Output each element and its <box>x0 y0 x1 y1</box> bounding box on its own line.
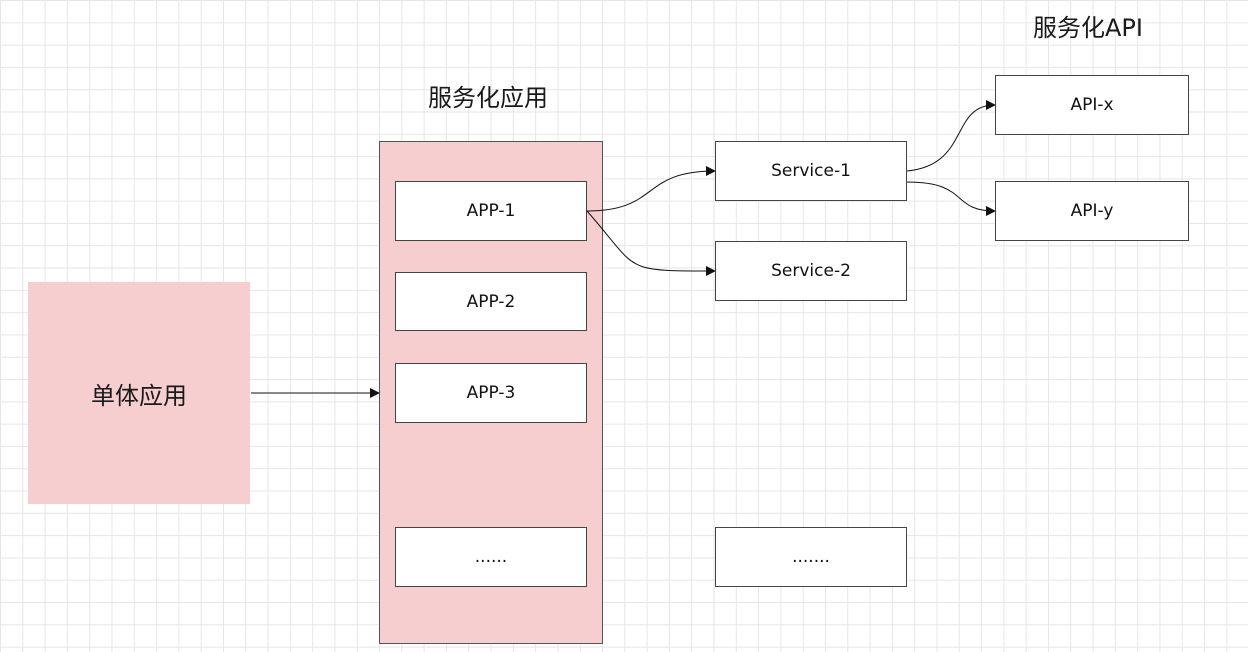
api-y-node: API-y <box>995 181 1189 241</box>
service-2-label: Service-2 <box>771 261 851 281</box>
app-3-node: APP-3 <box>395 363 587 423</box>
service-1-label: Service-1 <box>771 161 851 181</box>
app-2-node: APP-2 <box>395 272 587 331</box>
monolith-app-label: 单体应用 <box>91 381 187 410</box>
edge-service1-to-api-x <box>906 100 996 172</box>
api-x-node: API-x <box>995 75 1189 135</box>
service-apps-title: 服务化应用 <box>428 84 548 112</box>
app-ellipsis-label: ...... <box>474 547 508 567</box>
service-1-node: Service-1 <box>715 141 907 201</box>
edge-service1-to-api-y <box>906 181 996 216</box>
api-x-label: API-x <box>1070 95 1114 115</box>
edge-app1-to-service1 <box>586 166 716 212</box>
api-y-label: API-y <box>1070 201 1114 221</box>
service-2-node: Service-2 <box>715 241 907 301</box>
app-3-label: APP-3 <box>466 383 516 403</box>
service-ellipsis-label: ....... <box>792 547 830 567</box>
monolith-app-block: 单体应用 <box>28 282 250 504</box>
service-api-title: 服务化API <box>1033 14 1143 42</box>
app-1-label: APP-1 <box>466 201 516 221</box>
app-1-node: APP-1 <box>395 181 587 241</box>
app-2-label: APP-2 <box>466 291 516 312</box>
app-ellipsis-node: ...... <box>395 527 587 587</box>
edge-app1-to-service2 <box>586 210 716 276</box>
service-ellipsis-node: ....... <box>715 527 907 587</box>
